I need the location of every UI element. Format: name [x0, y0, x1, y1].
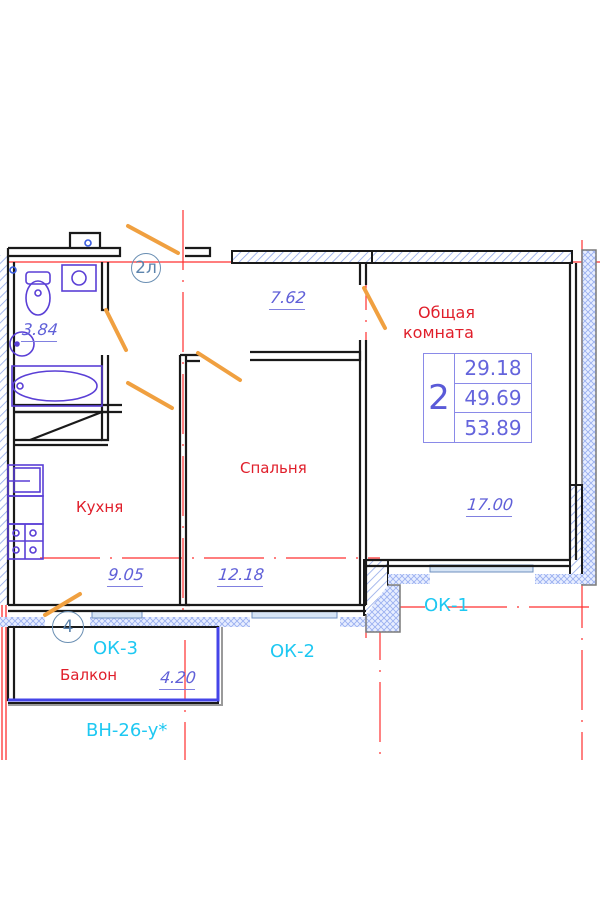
balcony-outline	[8, 626, 223, 706]
sink-icon	[9, 331, 35, 357]
balcony-door-marker: 4	[52, 611, 84, 643]
kitchen-fixtures	[7, 464, 44, 560]
living-room-label-line1: Общая	[418, 303, 475, 322]
window-label-ok3: ОК-3	[93, 638, 138, 659]
balcony-door-icon	[43, 592, 82, 617]
area-living-room: 17.00	[465, 495, 514, 517]
balcony-glazing-label: ВН-26-у*	[86, 720, 168, 741]
balcony-label: Балкон	[60, 666, 118, 684]
area-bathroom: 3.84	[20, 320, 59, 342]
room-count: 2	[424, 354, 455, 442]
kitchen-label: Кухня	[76, 498, 124, 516]
bathroom-fixtures	[9, 239, 103, 407]
window-label-ok1: ОК-1	[424, 595, 469, 616]
riser-icon	[84, 239, 92, 247]
entrance-marker: 2л	[131, 253, 161, 283]
area-balcony: 4.20	[158, 668, 197, 690]
area-bedroom: 12.18	[216, 565, 265, 587]
total-area: 49.69	[455, 382, 531, 413]
living-area: 29.18	[464, 356, 522, 381]
bathtub-icon	[11, 365, 103, 407]
apartment-summary-box: 2 29.18 49.69 53.89	[423, 353, 532, 443]
toilet-icon	[25, 280, 51, 316]
living-room-label-line2: комната	[403, 323, 474, 342]
doors	[43, 224, 387, 617]
entrance-door-icon	[126, 224, 180, 255]
area-kitchen: 9.05	[106, 565, 145, 587]
bedroom-label: Спальня	[240, 459, 307, 477]
axis-lines	[40, 210, 590, 760]
bathroom-door-icon	[104, 308, 128, 352]
exterior-walls	[0, 249, 597, 633]
living-door-icon	[362, 286, 387, 330]
area-hallway: 7.62	[268, 288, 307, 310]
riser-icon	[9, 266, 17, 274]
closet-door-icon	[126, 381, 174, 410]
window-label-ok2: ОК-2	[270, 641, 315, 662]
bedroom-door-icon	[196, 351, 242, 382]
shower-drain-icon	[61, 264, 97, 292]
toilet-tank-icon	[25, 271, 51, 285]
total-area-with-balcony: 53.89	[455, 412, 531, 442]
